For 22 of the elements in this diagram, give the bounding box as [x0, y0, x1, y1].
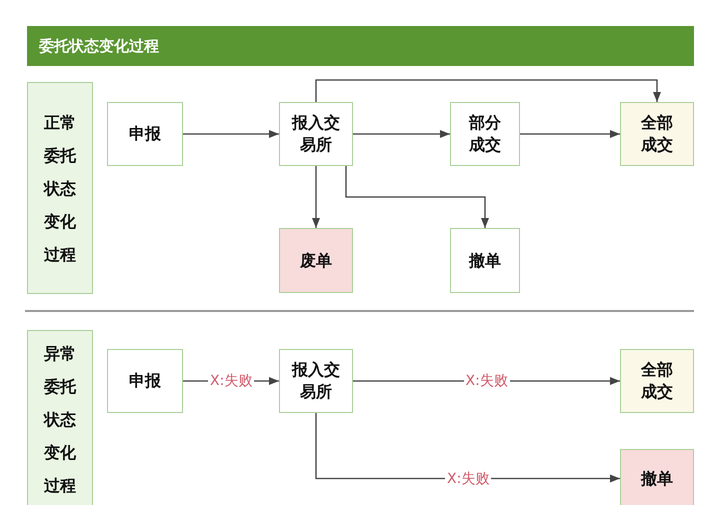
state-box: 全部成交 [620, 102, 694, 166]
arrow [520, 130, 620, 138]
state-box: 申报 [107, 102, 183, 166]
state-box: 申报 [107, 349, 183, 413]
edge-label: X:失败 [208, 373, 254, 389]
edge-label: X:失败 [445, 470, 492, 486]
state-box: 全部成交 [620, 349, 694, 413]
state-box: 部分成交 [450, 102, 520, 166]
arrow [315, 79, 661, 102]
state-box: 报入交易所 [279, 349, 353, 413]
arrow [345, 166, 489, 228]
side-label-band: 异常委托状态变化过程 [27, 330, 93, 505]
state-box: 报入交易所 [279, 102, 353, 166]
edge-label: X:失败 [464, 373, 510, 389]
side-label-band: 正常委托状态变化过程 [27, 82, 93, 294]
arrow [312, 166, 320, 228]
state-box: 撤单 [620, 449, 694, 505]
title-banner: 委托状态变化过程 [27, 26, 694, 66]
arrow [353, 130, 450, 138]
arrow [183, 130, 279, 138]
state-box: 撤单 [450, 228, 520, 293]
state-box: 废单 [279, 228, 353, 293]
